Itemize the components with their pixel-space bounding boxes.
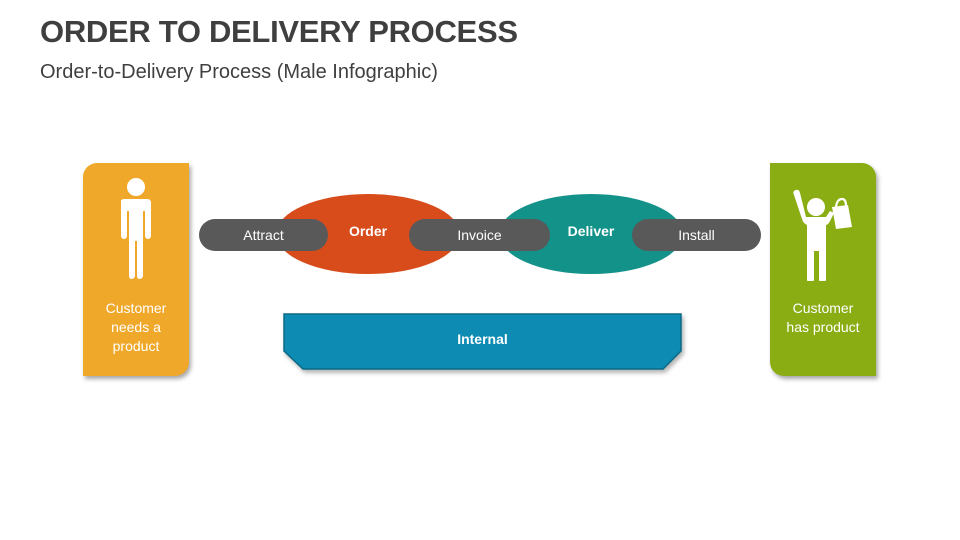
page-title: ORDER TO DELIVERY PROCESS xyxy=(40,14,518,49)
step-invoice: Invoice xyxy=(409,219,550,251)
step-invoice-label: Invoice xyxy=(457,227,502,243)
person-with-shopping-bag-icon xyxy=(770,177,876,281)
stage-deliver-label: Deliver xyxy=(567,223,615,239)
step-install-label: Install xyxy=(678,227,715,243)
step-attract-label: Attract xyxy=(243,227,284,243)
internal-banner-label: Internal xyxy=(457,331,508,347)
person-standing-icon xyxy=(83,177,189,281)
start-card-label: Customer needs a product xyxy=(105,300,167,354)
stage-order-label: Order xyxy=(348,223,388,239)
page-subtitle: Order-to-Delivery Process (Male Infograp… xyxy=(40,61,438,83)
internal-banner: Internal xyxy=(283,313,682,371)
end-card-customer-has-product: Customer has product xyxy=(770,163,876,376)
internal-banner-shape xyxy=(283,313,682,370)
start-card-customer-needs-product: Customer needs a product xyxy=(83,163,189,376)
end-card-label: Customer has product xyxy=(786,300,860,335)
step-attract: Attract xyxy=(199,219,328,251)
step-install: Install xyxy=(632,219,761,251)
